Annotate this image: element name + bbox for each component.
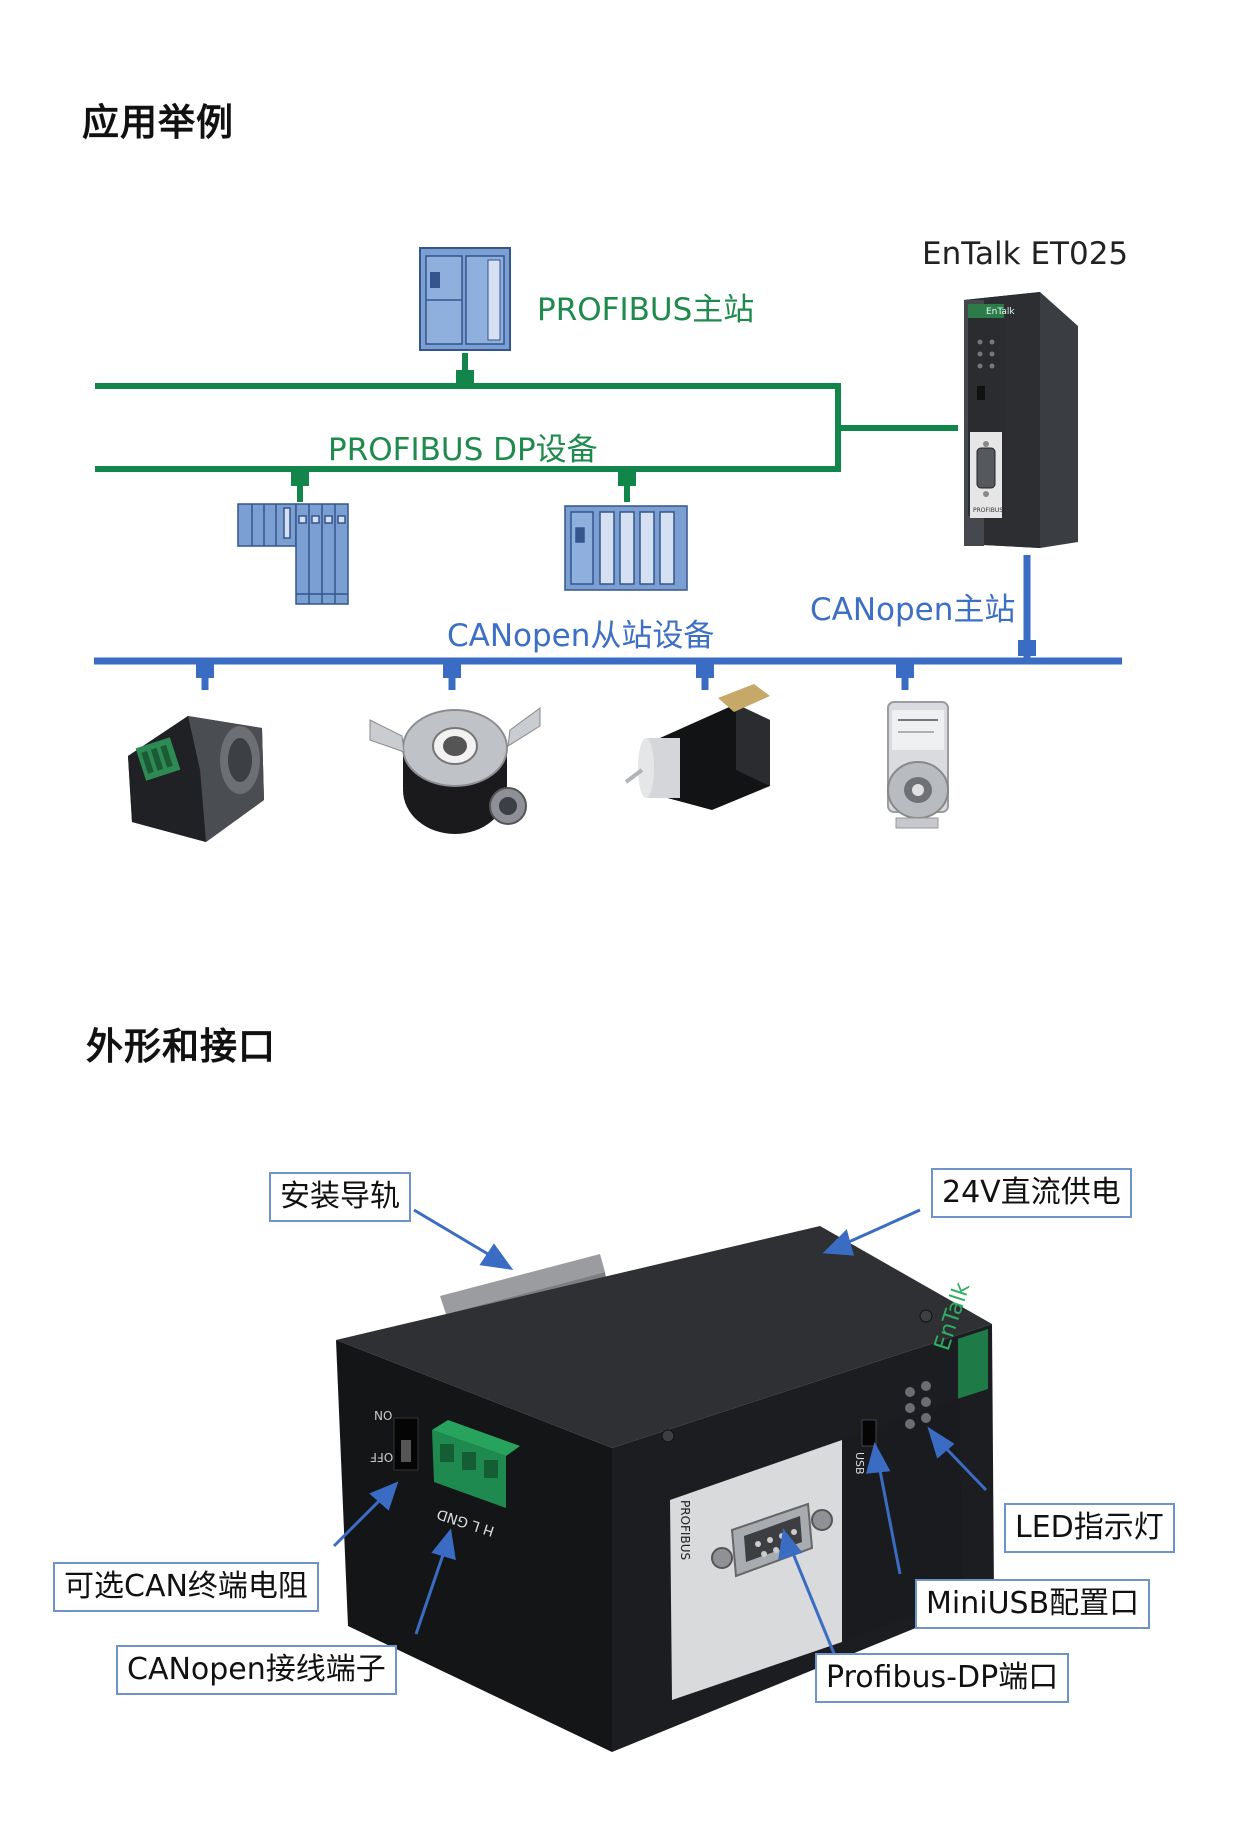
profibus-master-label: PROFIBUS主站 <box>537 292 755 328</box>
stepper-motor-icon <box>128 716 264 842</box>
switch-on-label: ON <box>374 1408 393 1422</box>
servo-motor-icon <box>624 684 770 810</box>
section-title-appearance: 外形和接口 <box>86 1025 276 1068</box>
gateway-port-label-small: PROFIBUS <box>973 507 1003 514</box>
usb-port <box>861 1419 877 1447</box>
usb-label: USB <box>853 1452 866 1475</box>
plc-modules-icon <box>237 503 349 605</box>
canopen-terminal-block <box>432 1420 520 1508</box>
callout-power: 24V直流供电 <box>931 1168 1132 1218</box>
device-top-face <box>336 1226 992 1448</box>
callout-usb: MiniUSB配置口 <box>915 1579 1151 1629</box>
gateway-logo-small: EnTalk <box>986 307 1015 317</box>
callout-din-rail: 安装导轨 <box>269 1172 411 1222</box>
gateway-device-icon <box>964 292 1078 548</box>
termination-switch <box>393 1417 419 1471</box>
callout-termination: 可选CAN终端电阻 <box>53 1562 319 1612</box>
db9-port <box>711 1502 833 1578</box>
absolute-encoder-icon <box>887 701 949 829</box>
led-indicators <box>905 1381 931 1429</box>
canopen-master-label: CANopen主站 <box>810 592 1016 628</box>
profibus-connectors <box>291 370 636 486</box>
profibus-dp-devices-label: PROFIBUS DP设备 <box>328 432 598 468</box>
canopen-connectors <box>196 640 1036 678</box>
profibus-port-label: PROFIBUS <box>678 1500 692 1561</box>
callout-led: LED指示灯 <box>1004 1503 1175 1553</box>
plc-master-icon <box>419 247 511 351</box>
plc-rack-icon <box>564 505 688 591</box>
section-title-application: 应用举例 <box>82 101 234 144</box>
canopen-slave-devices-label: CANopen从站设备 <box>447 618 715 654</box>
device-name-label: EnTalk ET025 <box>922 236 1129 272</box>
callout-arrows <box>332 1208 988 1657</box>
hollow-encoder-icon <box>369 707 541 834</box>
switch-off-label: OFF <box>370 1450 394 1464</box>
profibus-bus <box>95 353 958 502</box>
callout-canopen-terminal: CANopen接线端子 <box>116 1645 397 1695</box>
network-diagram: EnTalk PROFIBUS <box>94 247 1122 842</box>
profibus-panel <box>670 1440 842 1700</box>
callout-profibus: Profibus-DP端口 <box>815 1653 1070 1703</box>
